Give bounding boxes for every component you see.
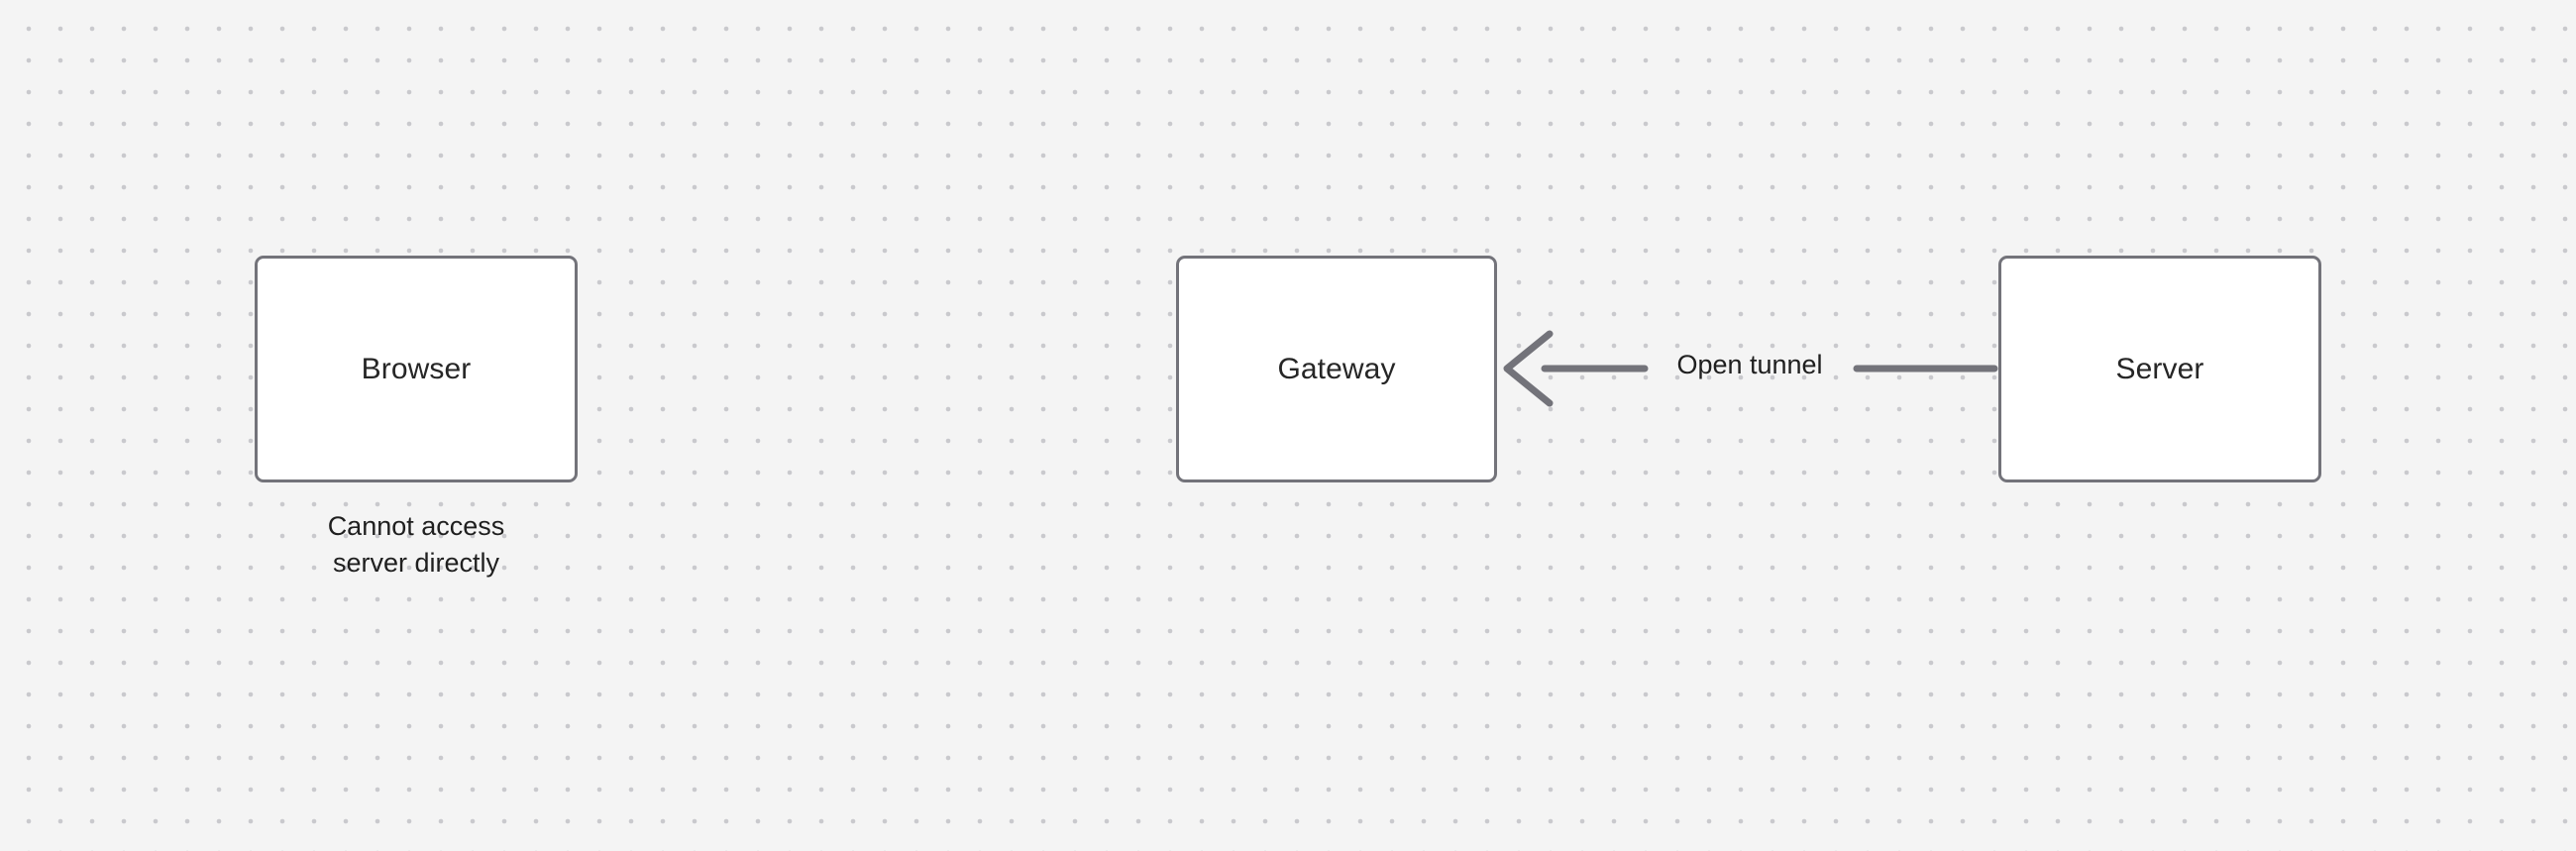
browser-caption: Cannot access server directly [255,508,578,583]
node-gateway-label: Gateway [1277,352,1396,385]
edge-label-open-tunnel: Open tunnel [1676,350,1823,379]
browser-caption-line-1: Cannot access [327,511,505,541]
browser-caption-line-2: server directly [332,548,500,579]
node-server[interactable]: Server [1998,256,2321,482]
node-gateway[interactable]: Gateway [1176,256,1497,482]
node-server-label: Server [2115,352,2204,385]
node-browser-label: Browser [361,352,472,385]
node-browser[interactable]: Browser [255,256,578,482]
edge-arrowhead-icon [1503,330,1554,407]
